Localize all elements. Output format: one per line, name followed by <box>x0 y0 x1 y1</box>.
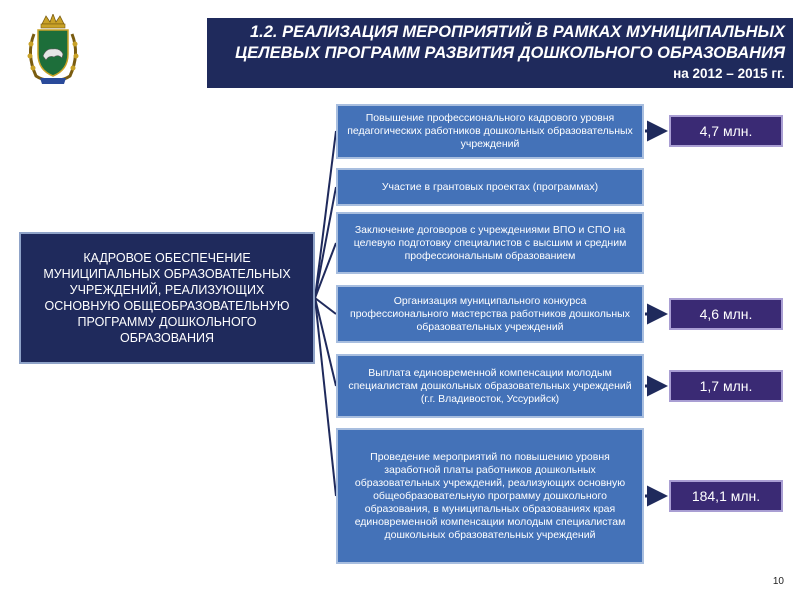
funding-amount-label: 4,6 млн. <box>699 306 753 322</box>
activity-text: Повышение профессионального кадрового ур… <box>347 112 633 150</box>
activity-box-4: Организация муниципального конкурса проф… <box>336 285 644 343</box>
activity-text: Заключение договоров с учреждениями ВПО … <box>353 223 627 262</box>
connector-to-item-2 <box>314 186 337 299</box>
funding-amount-1: 4,7 млн. <box>669 115 783 147</box>
funding-amount-2: 4,6 млн. <box>669 298 783 330</box>
activity-box-3: Заключение договоров с учреждениями ВПО … <box>336 212 644 274</box>
activity-text: Организация муниципального конкурса проф… <box>350 294 630 333</box>
funding-amount-label: 4,7 млн. <box>699 123 753 139</box>
activity-text: Участие в грантовых проектах (программах… <box>381 180 599 193</box>
activity-text: Проведение мероприятий по повышению уров… <box>354 450 626 541</box>
connector-to-item-3 <box>314 242 337 299</box>
main-topic-box: КАДРОВОЕ ОБЕСПЕЧЕНИЕ МУНИЦИПАЛЬНЫХ ОБРАЗ… <box>19 232 315 364</box>
title-line-1: 1.2. РЕАЛИЗАЦИЯ МЕРОПРИЯТИЙ В РАМКАХ МУН… <box>249 23 785 41</box>
funding-amount-3: 1,7 млн. <box>669 370 783 402</box>
title-banner: 1.2. РЕАЛИЗАЦИЯ МЕРОПРИЯТИЙ В РАМКАХ МУН… <box>207 18 793 88</box>
connector-to-item-1 <box>314 130 337 299</box>
title-period: на 2012 – 2015 гг. <box>673 66 785 81</box>
connector-to-item-6 <box>314 297 337 497</box>
coat-of-arms-emblem-icon <box>27 14 79 84</box>
page-number: 10 <box>772 576 784 587</box>
title-line-2: ЦЕЛЕВЫХ ПРОГРАММ РАЗВИТИЯ ДОШКОЛЬНОГО ОБ… <box>235 44 785 62</box>
activity-box-5: Выплата единовременной компенсации молод… <box>336 354 644 418</box>
funding-amount-4: 184,1 млн. <box>669 480 783 512</box>
activity-box-2: Участие в грантовых проектах (программах… <box>336 168 644 206</box>
connector-to-item-5 <box>314 297 337 387</box>
funding-amount-label: 184,1 млн. <box>691 488 761 504</box>
activity-box-1: Повышение профессионального кадрового ур… <box>336 104 644 159</box>
main-topic-label: КАДРОВОЕ ОБЕСПЕЧЕНИЕ МУНИЦИПАЛЬНЫХ ОБРАЗ… <box>43 251 291 345</box>
funding-amount-label: 1,7 млн. <box>699 378 753 394</box>
activity-box-6: Проведение мероприятий по повышению уров… <box>336 428 644 564</box>
activity-text: Выплата единовременной компенсации молод… <box>348 366 632 405</box>
connector-to-item-4 <box>314 297 337 315</box>
